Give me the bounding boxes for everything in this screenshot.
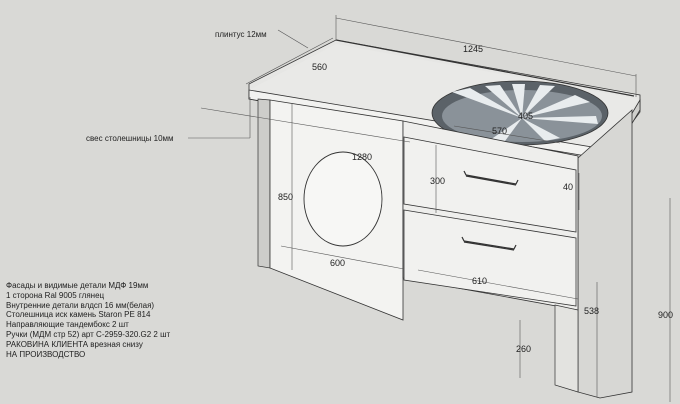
- dim-leg-height: 260: [516, 344, 531, 354]
- note-line: Направляющие тандембокс 2 шт: [6, 320, 129, 330]
- note-line: Столешница иск камень Staron PE 814: [6, 310, 151, 320]
- dim-side-depth: 538: [584, 306, 599, 316]
- spec-notes: Фасады и видимые детали МДФ 19мм 1 сторо…: [6, 281, 246, 359]
- dim-sink-depth: 405: [518, 111, 533, 121]
- dim-drawer-width: 610: [472, 276, 487, 286]
- right-leg: [554, 304, 579, 393]
- note-line: Ручки (МДМ стр 52) арт С-2959-320.G2 2 ш…: [6, 329, 171, 339]
- right-side-panel: [577, 109, 633, 399]
- dim-top-depth: 560: [312, 62, 327, 72]
- dim-overall-length: 1280: [352, 152, 372, 162]
- note-line: Внутренние детали влдсп 16 мм(белая): [6, 300, 155, 310]
- dimension-lines: [188, 15, 671, 402]
- callout-plinth: плинтус 12мм: [215, 30, 267, 39]
- drawer-top: [403, 136, 577, 233]
- note-line: 1 сторона Ral 9005 глянец: [6, 290, 105, 300]
- dim-sink-width: 570: [492, 126, 507, 136]
- drawer-bottom: [403, 209, 577, 307]
- dim-overall-height: 900: [658, 310, 673, 320]
- drawer-handle-top: [463, 170, 519, 186]
- drawer-handle-bottom: [461, 236, 517, 251]
- note-line: Фасады и видимые детали МДФ 19мм: [6, 281, 149, 290]
- dim-top-length: 1245: [463, 44, 483, 54]
- plinth-strip: [335, 39, 635, 97]
- dim-drawer-height: 300: [430, 176, 445, 186]
- dim-height-left: 850: [278, 192, 293, 202]
- note-line: РАКОВИНА КЛИЕНТА врезная снизу: [6, 339, 143, 349]
- callout-overhang: свес столешницы 10мм: [86, 134, 174, 143]
- left-side-panel: [257, 98, 271, 269]
- dim-door-width: 600: [330, 258, 345, 268]
- note-line: НА ПРОИЗВОДСТВО: [6, 349, 86, 359]
- dim-drawer-gap: 40: [563, 182, 573, 192]
- sink-rays: [452, 84, 598, 141]
- washer-opening: [303, 151, 383, 247]
